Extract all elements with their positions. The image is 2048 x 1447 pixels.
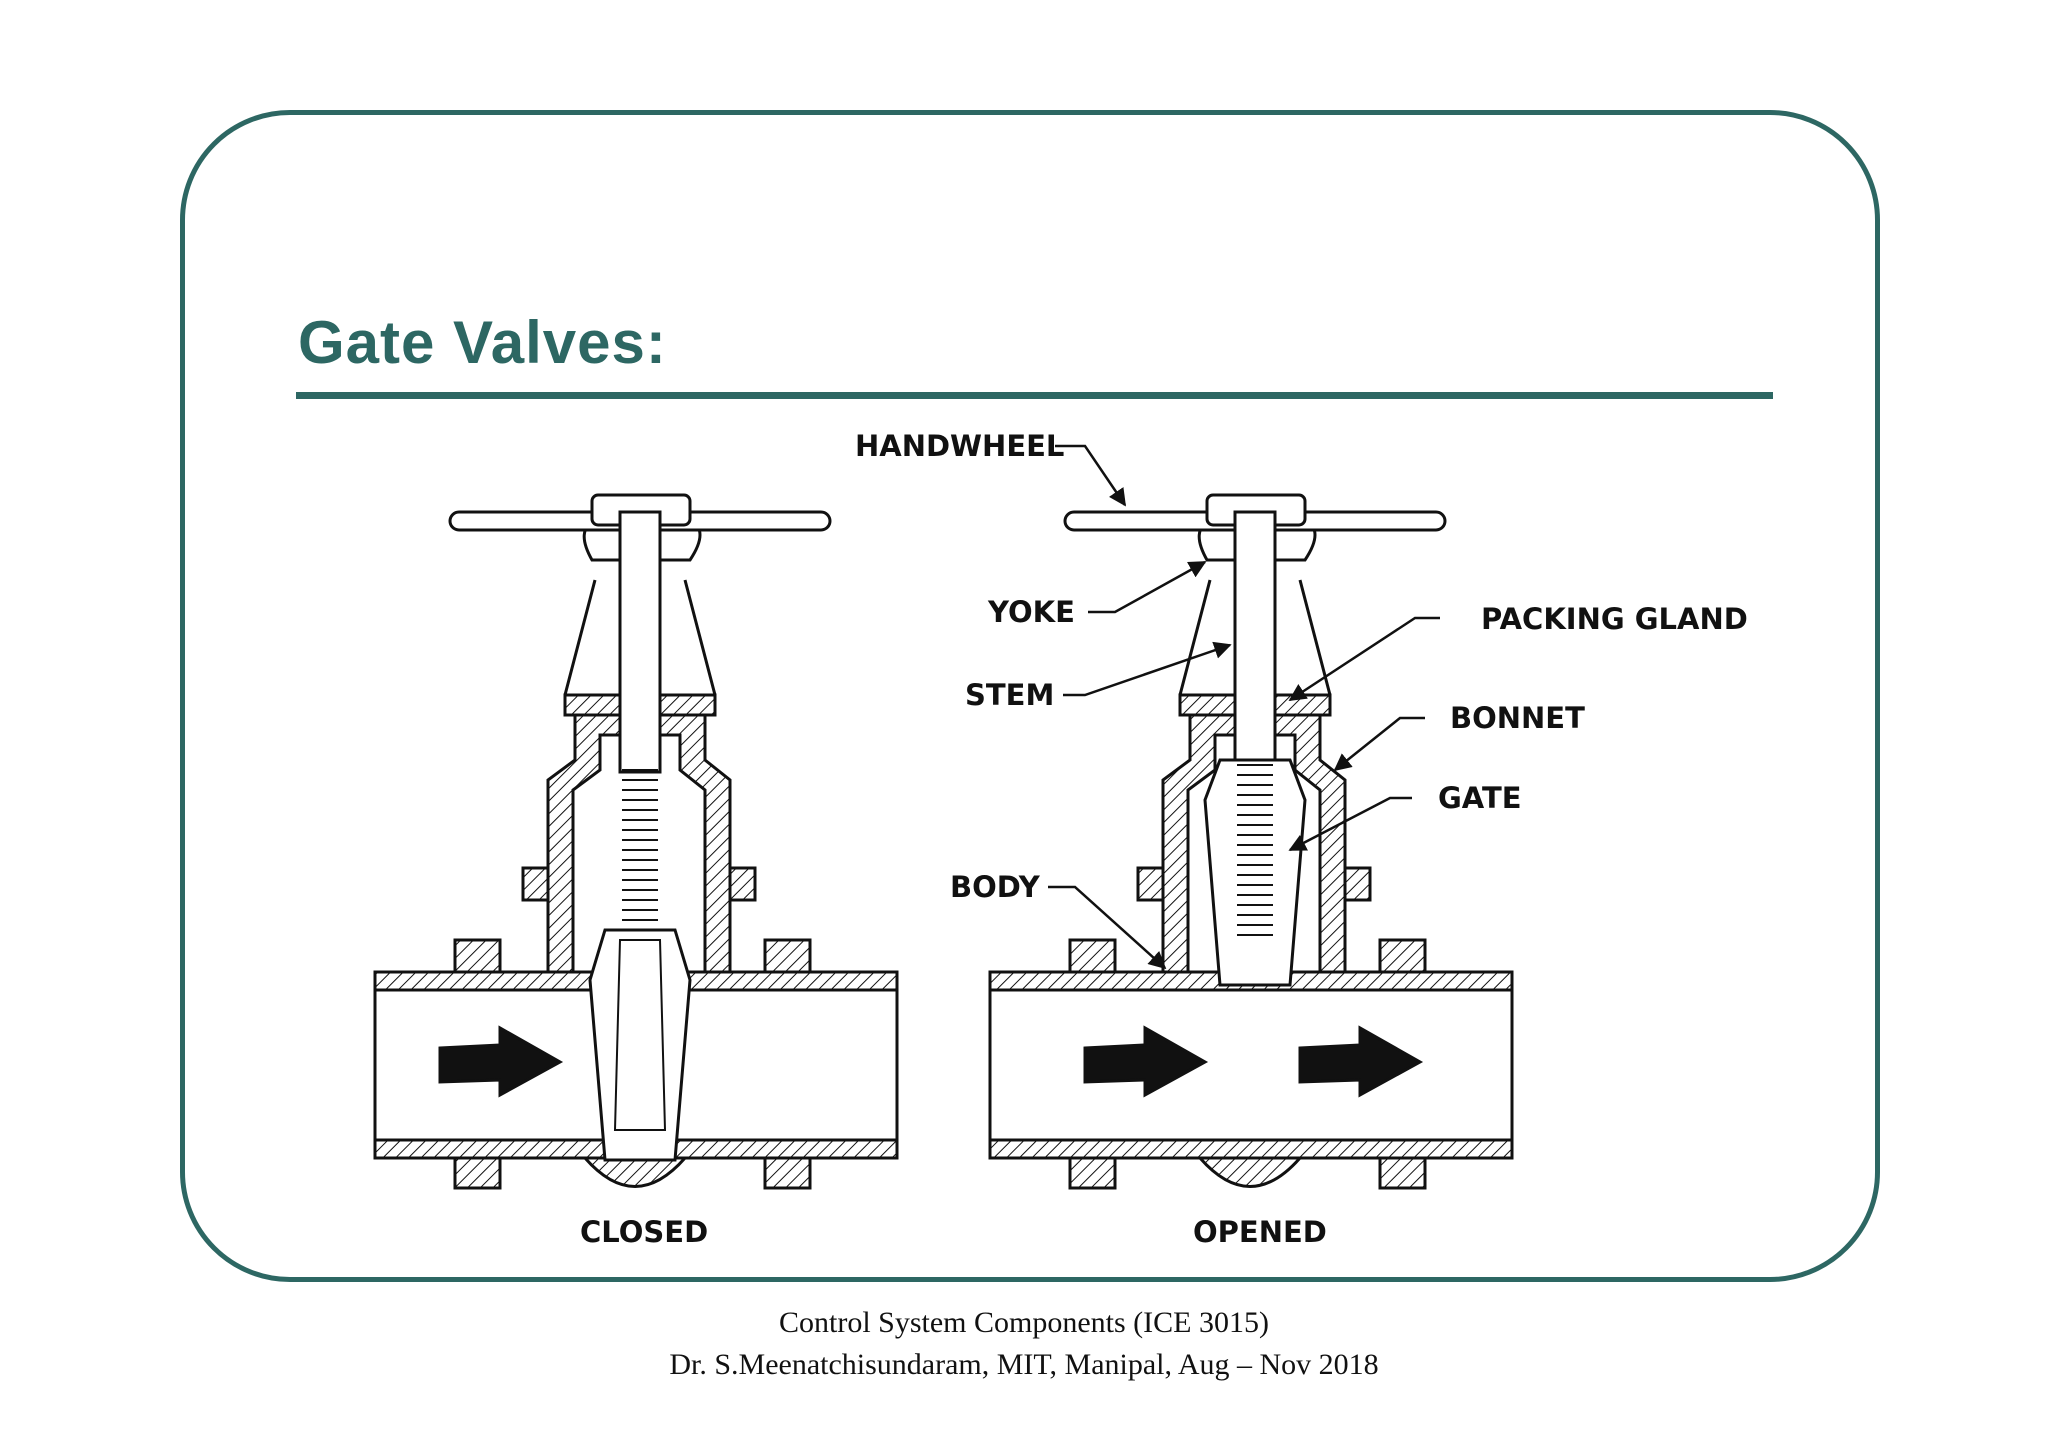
closed-yoke	[563, 579, 717, 696]
opened-stem-threads	[1237, 764, 1273, 936]
opened-pipe-bottom-wall	[988, 1138, 1514, 1160]
opened-flow-arrow-1	[1083, 1025, 1209, 1098]
slide-title: Gate Valves:	[298, 309, 667, 376]
label-handwheel: HANDWHEEL	[855, 429, 1064, 463]
closed-flow-arrow	[438, 1025, 564, 1098]
leader-lines	[1048, 444, 1440, 970]
closed-stem	[618, 510, 662, 774]
opened-gate	[1203, 758, 1307, 987]
label-bonnet: BONNET	[1450, 701, 1585, 735]
label-stem: STEM	[965, 678, 1054, 712]
footer-course: Control System Components (ICE 3015)	[779, 1306, 1269, 1339]
label-yoke: YOKE	[987, 595, 1075, 629]
closed-body	[546, 698, 732, 974]
label-gate: GATE	[1438, 781, 1522, 815]
slide-frame	[180, 110, 1880, 1282]
title-underline	[296, 392, 1773, 399]
label-packing-gland: PACKING GLAND	[1481, 602, 1748, 636]
label-closed: CLOSED	[580, 1215, 708, 1249]
closed-stem-threads	[622, 769, 658, 921]
opened-stem	[1233, 510, 1277, 764]
footer-author: Dr. S.Meenatchisundaram, MIT, Manipal, A…	[669, 1348, 1379, 1381]
opened-flow-arrow-2	[1298, 1025, 1424, 1098]
closed-gate	[588, 928, 692, 1162]
opened-valve	[988, 493, 1514, 1190]
closed-valve	[373, 493, 899, 1190]
label-body: BODY	[950, 870, 1041, 904]
opened-body	[1161, 698, 1347, 974]
label-opened: OPENED	[1193, 1215, 1327, 1249]
